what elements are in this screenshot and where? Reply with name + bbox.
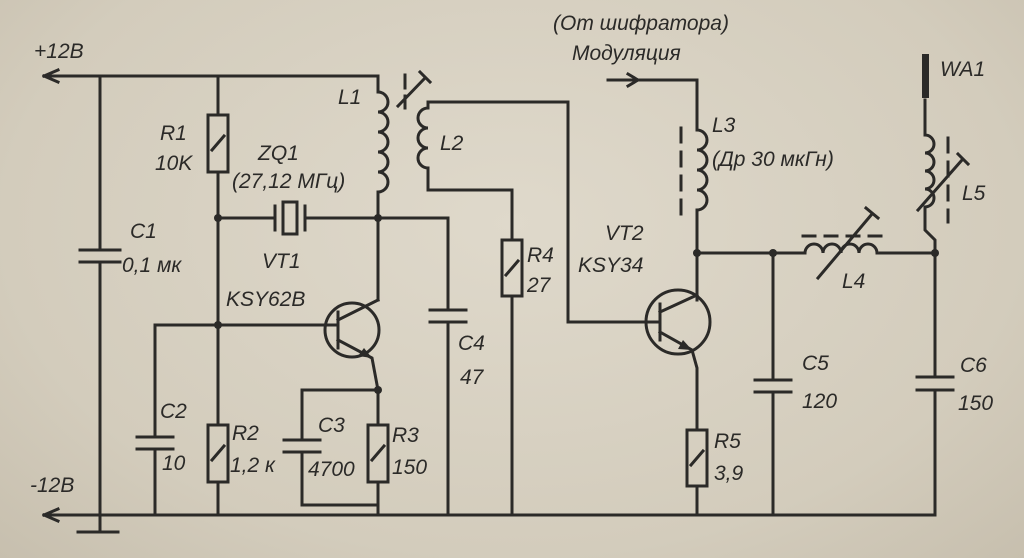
capacitor-c5: [753, 251, 793, 517]
vt1-value: KSY62B: [226, 288, 305, 311]
l3-ref: L3: [712, 114, 736, 137]
resistor-r2: [206, 423, 230, 484]
r4-ref: R4: [527, 244, 554, 267]
plus-12v-label: +12B: [34, 40, 84, 63]
c5-ref: C5: [802, 352, 829, 375]
capacitor-c4: [428, 216, 468, 517]
c1-ref: C1: [130, 220, 157, 243]
resistor-r1: [206, 113, 230, 174]
capacitor-c2: [135, 323, 220, 517]
resistor-r5: [685, 428, 709, 488]
c3-ref: C3: [318, 414, 345, 437]
capacitor-c3: [282, 388, 380, 507]
l5-ref: L5: [962, 182, 986, 205]
c4-value: 47: [460, 366, 485, 389]
zq1-ref: ZQ1: [257, 142, 299, 165]
modulation-source-label: (От шифратора): [553, 12, 729, 35]
capacitor-c1: [76, 74, 122, 534]
minus-12v-label: -12B: [30, 474, 74, 497]
c5-value: 120: [802, 390, 837, 413]
r1-value: 10K: [155, 152, 193, 175]
c6-value: 150: [958, 392, 993, 415]
power-rail-minus: [42, 507, 937, 523]
r1-ref: R1: [160, 122, 187, 145]
r2-value: 1,2 к: [230, 454, 276, 477]
vt2-ref: VT2: [605, 222, 644, 245]
modulation-label: Модуляция: [572, 42, 681, 65]
c6-ref: C6: [960, 354, 987, 377]
r2-ref: R2: [232, 422, 259, 445]
resistor-r3: [366, 423, 390, 484]
inductor-l4: [801, 205, 883, 281]
inductor-l1: [376, 69, 433, 302]
vt2-value: KSY34: [578, 254, 643, 277]
c2-ref: C2: [160, 400, 187, 423]
wa1-ref: WA1: [940, 58, 985, 81]
r5-ref: R5: [714, 430, 741, 453]
antenna-wa1: [922, 54, 929, 98]
inductor-l2: [416, 100, 570, 517]
capacitor-c6: [915, 251, 955, 517]
l2-ref: L2: [440, 132, 464, 155]
transistor-vt2: [566, 288, 712, 517]
l1-ref: L1: [338, 86, 361, 109]
l4-ref: L4: [842, 270, 865, 293]
zq1-value: (27,12 МГц): [232, 170, 345, 193]
inductor-l5: [915, 98, 971, 255]
vt1-ref: VT1: [262, 250, 301, 273]
inductor-l3: [606, 71, 709, 302]
power-rail-plus: [42, 68, 380, 84]
c3-value: 4700: [308, 458, 355, 481]
c4-ref: C4: [458, 332, 485, 355]
c2-value: 10: [162, 452, 186, 475]
r4-value: 27: [526, 274, 552, 297]
l3-value: (Др 30 мкГн): [712, 148, 834, 171]
r3-value: 150: [392, 456, 427, 479]
r3-ref: R3: [392, 424, 419, 447]
transistor-vt1: [216, 297, 381, 392]
crystal-zq1: [216, 200, 450, 236]
r5-value: 3,9: [714, 462, 744, 485]
c1-value: 0,1 мк: [122, 254, 182, 277]
resistor-r4: [500, 238, 524, 298]
